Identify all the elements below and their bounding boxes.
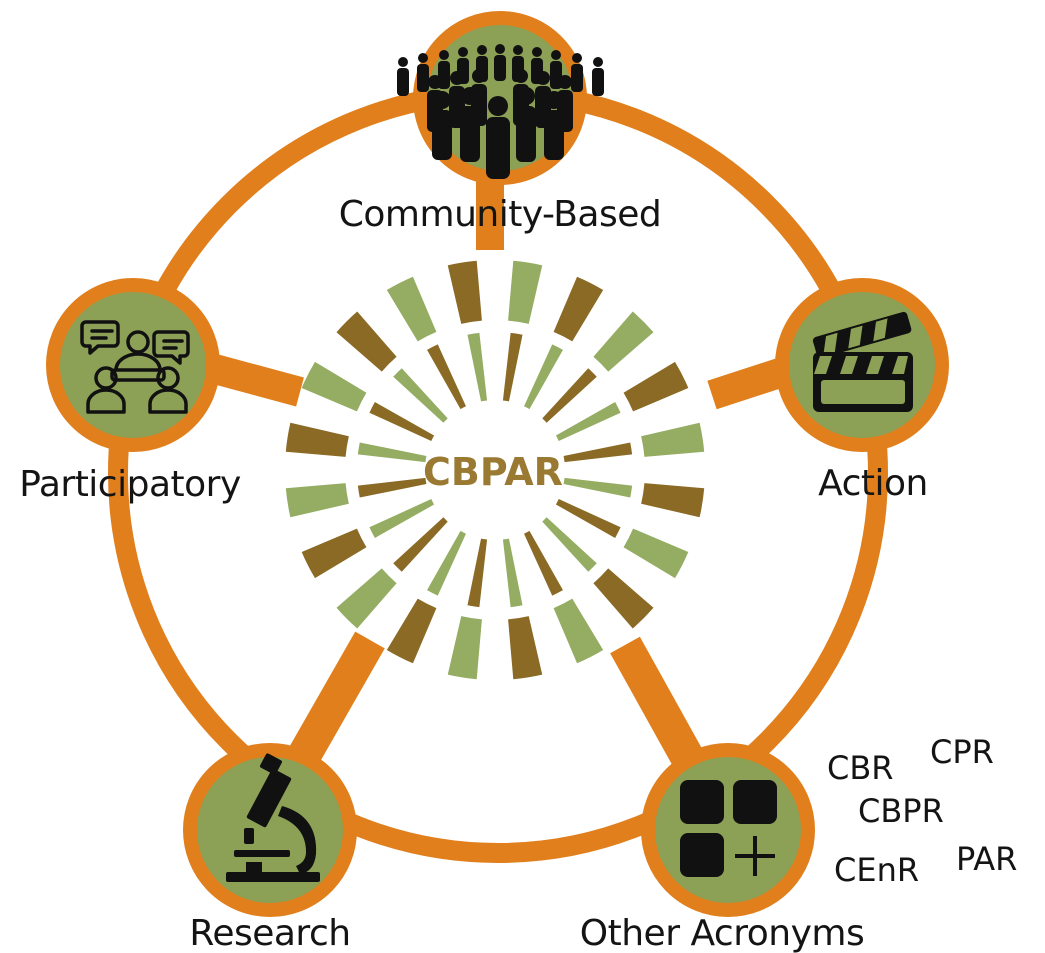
burst-wedge-outer bbox=[508, 616, 543, 680]
burst-wedge-outer bbox=[593, 568, 654, 629]
burst-center-disk bbox=[431, 406, 559, 534]
burst-wedge-outer bbox=[336, 568, 397, 629]
burst-wedge-outer bbox=[301, 361, 367, 412]
burst-wedge-outer bbox=[623, 361, 689, 412]
node-other-acronyms: Other Acronyms bbox=[580, 743, 865, 953]
burst-wedge-inner bbox=[357, 442, 427, 463]
burst-wedge-inner bbox=[524, 530, 563, 596]
burst-wedge-inner bbox=[393, 368, 448, 423]
acronym-list: CBR CPR CBPR CEnR PAR bbox=[827, 733, 1017, 889]
node-label-community: Community-Based bbox=[339, 194, 661, 235]
node-circle-acronyms bbox=[641, 743, 815, 917]
node-label-participatory: Participatory bbox=[19, 464, 241, 505]
burst-wedge-inner bbox=[524, 344, 563, 410]
burst-wedge-inner bbox=[502, 538, 523, 608]
burst-wedge-inner bbox=[369, 499, 435, 538]
burst-wedge-outer bbox=[301, 528, 367, 579]
burst-wedge-outer bbox=[508, 260, 543, 324]
microscope-icon bbox=[226, 753, 320, 882]
burst-wedge-outer bbox=[285, 483, 349, 518]
burst-wedge-inner bbox=[555, 402, 621, 441]
center-burst bbox=[285, 260, 705, 680]
acronym-cpr: CPR bbox=[930, 733, 994, 771]
burst-wedge-inner bbox=[393, 517, 448, 572]
burst-wedge-inner bbox=[563, 477, 633, 498]
acronym-cbr: CBR bbox=[827, 749, 894, 787]
burst-wedge-inner bbox=[427, 344, 466, 410]
burst-wedge-outer bbox=[553, 276, 604, 342]
burst-wedge-outer bbox=[285, 422, 349, 457]
discussion-icon bbox=[80, 320, 190, 414]
burst-wedge-inner bbox=[542, 517, 597, 572]
burst-wedge-outer bbox=[593, 311, 654, 372]
burst-wedge-outer bbox=[447, 616, 482, 680]
burst-wedge-outer bbox=[641, 483, 705, 518]
acronym-par: PAR bbox=[956, 840, 1017, 878]
node-research: Research bbox=[183, 743, 357, 953]
burst-wedge-inner bbox=[369, 402, 435, 441]
burst-wedge-inner bbox=[427, 530, 466, 596]
node-action: Action bbox=[775, 278, 949, 504]
burst-wedge-inner bbox=[542, 368, 597, 423]
clapperboard-icon bbox=[812, 311, 913, 412]
burst-wedge-outer bbox=[641, 422, 705, 457]
burst-wedge-inner bbox=[467, 332, 488, 402]
center-label: CBPAR bbox=[423, 450, 563, 494]
node-participatory: Participatory bbox=[19, 278, 241, 505]
burst-wedge-outer bbox=[447, 260, 482, 324]
node-label-research: Research bbox=[189, 913, 350, 953]
node-label-action: Action bbox=[818, 463, 928, 504]
acronym-cbpr: CBPR bbox=[858, 792, 944, 830]
burst-wedge-inner bbox=[502, 332, 523, 402]
burst-wedge-outer bbox=[336, 311, 397, 372]
node-circle-research bbox=[183, 743, 357, 917]
crowd-icon bbox=[397, 44, 604, 179]
burst-wedge-inner bbox=[467, 538, 488, 608]
burst-wedge-inner bbox=[563, 442, 633, 463]
acronym-cenr: CEnR bbox=[834, 851, 919, 889]
burst-wedge-outer bbox=[386, 598, 437, 664]
burst-wedge-inner bbox=[555, 499, 621, 538]
burst-wedge-outer bbox=[386, 276, 437, 342]
burst-wedge-outer bbox=[623, 528, 689, 579]
node-community-based: Community-Based bbox=[339, 11, 662, 235]
node-label-acronyms: Other Acronyms bbox=[580, 913, 864, 953]
burst-wedge-inner bbox=[357, 477, 427, 498]
grid-plus-icon bbox=[680, 780, 777, 877]
burst-wedge-outer bbox=[553, 598, 604, 664]
node-circle-participatory bbox=[46, 278, 220, 452]
